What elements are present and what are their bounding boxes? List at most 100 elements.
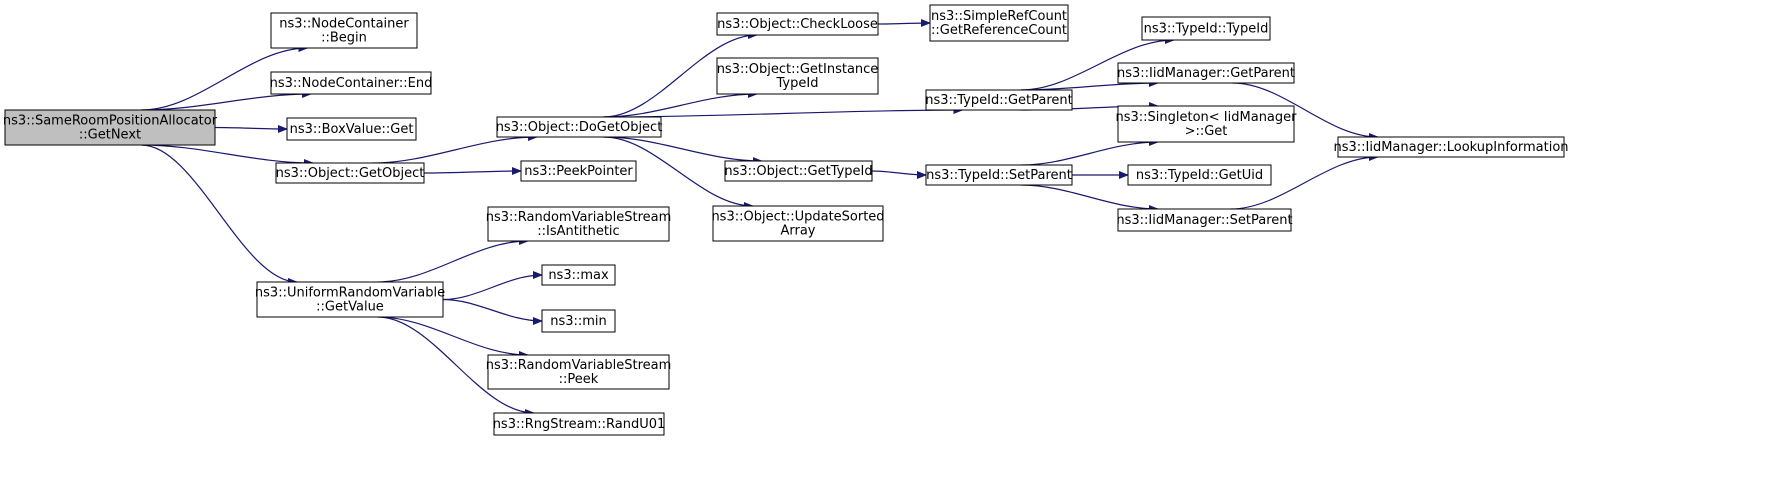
- node-label-line: ns3::Object::CheckLoose: [717, 17, 878, 32]
- node-box[interactable]: [487, 206, 670, 242]
- node-rvs_peek[interactable]: ns3::RandomVariableStream::Peek: [486, 354, 672, 390]
- node-box[interactable]: [487, 354, 670, 390]
- node-box[interactable]: [716, 12, 879, 36]
- node-urv_getvalue[interactable]: ns3::UniformRandomVariable::GetValue: [255, 281, 445, 318]
- node-max[interactable]: ns3::max: [541, 264, 616, 286]
- node-label-line: ns3::min: [550, 314, 607, 329]
- node-typeid_setparent[interactable]: ns3::TypeId::SetParent: [925, 164, 1073, 186]
- node-label-line: ns3::Object::DoGetObject: [496, 120, 663, 135]
- edge-urv_getvalue-to-rvs_isantithetic: [377, 237, 529, 283]
- node-nc_begin[interactable]: ns3::NodeContainer::Begin: [270, 12, 418, 49]
- node-box[interactable]: [925, 89, 1073, 111]
- node-root[interactable]: ns3::SameRoomPositionAllocator::GetNext: [3, 109, 218, 146]
- node-iid_getparent[interactable]: ns3::IidManager::GetParent: [1117, 62, 1295, 84]
- node-box[interactable]: [270, 71, 432, 95]
- edge-typeid_setparent-to-iid_setparent: [1020, 184, 1159, 213]
- node-label-line: ns3::SameRoomPositionAllocator: [3, 114, 218, 129]
- node-label-line: ns3::NodeContainer::End: [270, 76, 433, 91]
- node-min[interactable]: ns3::min: [541, 309, 616, 333]
- node-get_ref_count[interactable]: ns3::SimpleRefCount::GetReferenceCount: [929, 4, 1069, 42]
- edge-do_get_object-to-check_loose: [603, 31, 758, 118]
- node-box[interactable]: [1117, 105, 1295, 143]
- node-check_loose[interactable]: ns3::Object::CheckLoose: [716, 12, 879, 36]
- node-typeid_typeid[interactable]: ns3::TypeId::TypeId: [1141, 16, 1271, 41]
- node-typeid_getuid[interactable]: ns3::TypeId::GetUid: [1127, 164, 1272, 186]
- node-box[interactable]: [270, 12, 418, 49]
- node-label-line: ::GetReferenceCount: [931, 23, 1067, 38]
- node-box[interactable]: [1117, 208, 1292, 232]
- node-label-line: ::Peek: [559, 372, 599, 387]
- node-label-line: ns3::UniformRandomVariable: [255, 286, 445, 301]
- node-box[interactable]: [286, 117, 417, 141]
- node-typeid_getparent[interactable]: ns3::TypeId::GetParent: [925, 89, 1073, 111]
- edge-obj_get_typeid-to-typeid_setparent: [871, 170, 927, 179]
- edge-do_get_object-to-get_instance_typeid: [603, 90, 758, 118]
- node-layer: ns3::SameRoomPositionAllocator::GetNextn…: [3, 4, 1569, 436]
- node-box[interactable]: [1117, 62, 1295, 84]
- node-box[interactable]: [256, 281, 444, 318]
- node-singleton_get[interactable]: ns3::Singleton< IidManager>::Get: [1115, 105, 1297, 143]
- node-box[interactable]: [4, 109, 216, 146]
- node-label-line: ns3::max: [548, 268, 609, 283]
- node-label-line: ns3::TypeId::GetUid: [1136, 168, 1263, 183]
- node-peek_pointer[interactable]: ns3::PeekPointer: [520, 160, 637, 182]
- node-label-line: ns3::IidManager::SetParent: [1116, 213, 1292, 228]
- node-label-line: ns3::Object::UpdateSorted: [711, 210, 884, 225]
- node-iid_lookup[interactable]: ns3::IidManager::LookupInformation: [1333, 136, 1569, 158]
- edge-root-to-urv_getvalue: [141, 144, 298, 286]
- edge-typeid_getparent-to-iid_getparent: [1020, 79, 1159, 91]
- node-label-line: ns3::TypeId::TypeId: [1144, 22, 1269, 37]
- edge-root-to-nc_begin: [141, 44, 309, 111]
- node-label-line: >::Get: [1185, 124, 1228, 139]
- node-label-line: ns3::PeekPointer: [524, 164, 633, 179]
- edge-urv_getvalue-to-rvs_peek: [377, 316, 529, 359]
- node-label-line: Array: [780, 224, 815, 239]
- node-label-line: ::GetNext: [79, 128, 141, 143]
- node-box[interactable]: [929, 4, 1069, 42]
- node-box[interactable]: [493, 412, 665, 436]
- node-get_object[interactable]: ns3::Object::GetObject: [275, 162, 425, 184]
- node-box[interactable]: [1127, 164, 1272, 186]
- node-label-line: ns3::IidManager::GetParent: [1117, 66, 1295, 81]
- node-box[interactable]: [520, 160, 637, 182]
- node-obj_get_typeid[interactable]: ns3::Object::GetTypeId: [724, 160, 873, 182]
- node-label-line: ns3::IidManager::LookupInformation: [1333, 140, 1568, 155]
- node-box[interactable]: [541, 264, 616, 286]
- node-label-line: ns3::NodeContainer: [279, 17, 409, 32]
- edge-typeid_getparent-to-typeid_typeid: [1020, 36, 1175, 91]
- edge-root-to-get_object: [141, 144, 314, 167]
- node-box[interactable]: [712, 205, 884, 242]
- node-label-line: ns3::TypeId::SetParent: [926, 168, 1072, 183]
- node-box[interactable]: [716, 57, 879, 95]
- edge-do_get_object-to-obj_get_typeid: [603, 136, 763, 165]
- node-box[interactable]: [724, 160, 873, 182]
- edge-iid_setparent-to-iid_lookup: [1230, 153, 1379, 210]
- node-box[interactable]: [925, 164, 1073, 186]
- edge-urv_getvalue-to-randu01: [377, 316, 535, 417]
- edge-root-to-nc_end: [141, 90, 312, 111]
- node-rvs_isantithetic[interactable]: ns3::RandomVariableStream::IsAntithetic: [486, 206, 672, 242]
- node-iid_setparent[interactable]: ns3::IidManager::SetParent: [1116, 208, 1293, 232]
- node-box[interactable]: [1337, 136, 1565, 158]
- node-randu01[interactable]: ns3::RngStream::RandU01: [493, 412, 666, 436]
- edge-layer: [141, 19, 1379, 417]
- node-box[interactable]: [1141, 16, 1271, 41]
- node-do_get_object[interactable]: ns3::Object::DoGetObject: [496, 116, 663, 138]
- node-label-line: ::IsAntithetic: [537, 224, 619, 239]
- node-nc_end[interactable]: ns3::NodeContainer::End: [270, 71, 433, 95]
- node-box[interactable]: [496, 116, 662, 138]
- node-label-line: TypeId: [776, 76, 819, 91]
- node-box[interactable]: [541, 309, 616, 333]
- edge-get_object-to-do_get_object: [372, 133, 538, 164]
- edge-urv_getvalue-to-max: [442, 271, 543, 301]
- node-label-line: ns3::RngStream::RandU01: [493, 417, 666, 432]
- node-label-line: ::GetValue: [316, 300, 384, 315]
- node-box[interactable]: [275, 162, 425, 184]
- node-label-line: ns3::SimpleRefCount: [931, 9, 1067, 24]
- edge-urv_getvalue-to-min: [442, 298, 543, 325]
- node-box_get[interactable]: ns3::BoxValue::Get: [286, 117, 417, 141]
- node-label-line: ns3::TypeId::GetParent: [925, 93, 1073, 108]
